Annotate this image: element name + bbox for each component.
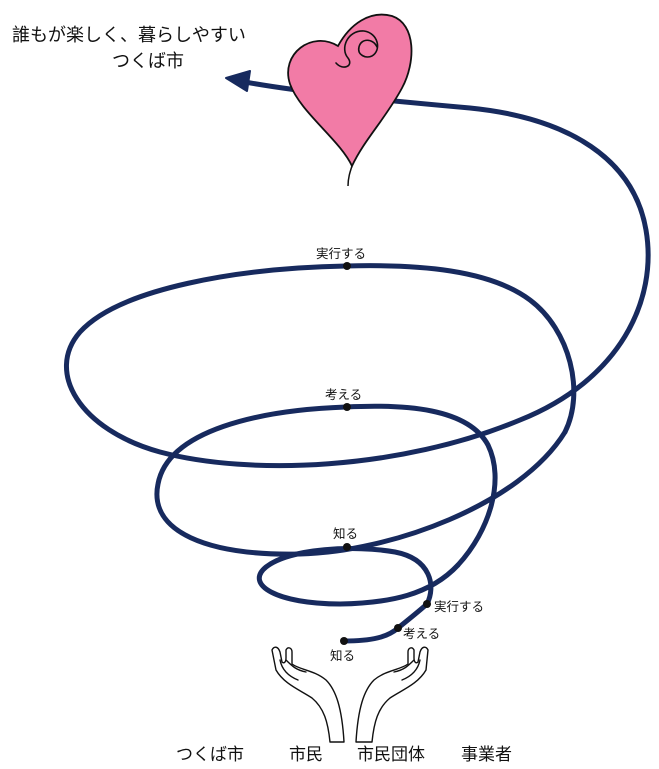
marker-inner-start — [340, 637, 348, 645]
spiral-segment-large-loop — [63, 79, 651, 469]
growth-spiral — [63, 70, 651, 644]
actor-businesses: 事業者 — [461, 745, 512, 765]
heart-stem — [347, 165, 353, 187]
actor-citizen-groups: 市民団体 — [357, 745, 425, 765]
actor-city: つくば市 — [176, 745, 244, 765]
right-hand — [355, 646, 429, 743]
actor-citizens: 市民 — [289, 745, 323, 765]
spiral-segment-small-loop — [257, 546, 461, 607]
heart-icon — [287, 13, 413, 187]
goal-title-line2: つくば市 — [112, 51, 184, 72]
marker-loop1-know — [343, 543, 351, 551]
label-loop1-know: 知る — [333, 526, 358, 541]
marker-loop2-think — [343, 403, 351, 411]
label-loop2-think: 考える — [325, 387, 362, 402]
label-loop3-act: 実行する — [316, 246, 366, 261]
left-hand — [271, 646, 345, 743]
left-hand-fingers — [279, 659, 307, 681]
actors-row: つくば市 市民 市民団体 事業者 — [176, 745, 512, 765]
goal-title-line1: 誰もが楽しく、暮らしやすい — [12, 25, 246, 46]
heart-swirl — [335, 30, 379, 68]
right-hand-fingers — [393, 659, 421, 681]
label-inner-know: 知る — [330, 648, 355, 663]
marker-loop3-act — [343, 262, 351, 270]
label-inner-think: 考える — [403, 626, 440, 641]
marker-inner-act — [423, 600, 431, 608]
spiral-arrowhead — [225, 70, 251, 92]
marker-inner-think — [394, 624, 402, 632]
open-hands-icon — [271, 646, 429, 743]
heart-fill — [287, 13, 413, 169]
label-inner-act: 実行する — [434, 599, 484, 614]
step-markers: 知る 考える 実行する 知る 考える 実行する — [316, 246, 484, 663]
spiral-segment-middle-loop — [154, 403, 568, 568]
